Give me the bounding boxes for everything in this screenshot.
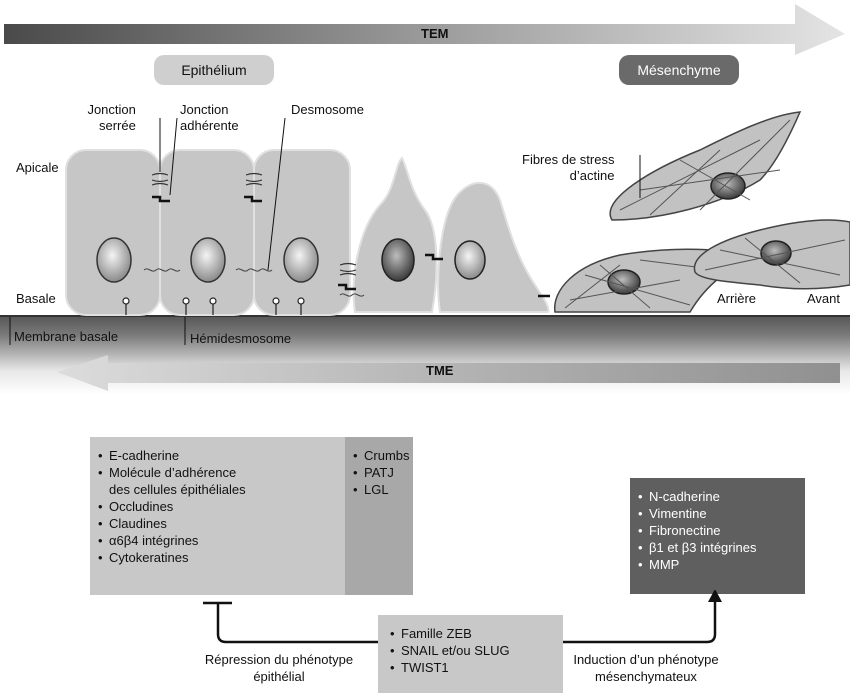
avant-label: Avant	[807, 291, 841, 306]
desmosomes	[143, 268, 365, 297]
nucleus	[381, 238, 415, 282]
induction-caption: Induction d’un phénotype mésenchymateux	[573, 652, 719, 684]
nucleus	[710, 172, 746, 200]
repression-caption: Répression du phénotype épithélial	[204, 652, 354, 684]
hemidesmosomes	[122, 297, 305, 315]
marker-item: des cellules épithéliales	[109, 482, 246, 497]
epithelial-cell	[253, 149, 351, 316]
jonction-adherente-label: Jonction adhérente	[180, 102, 239, 133]
fibres-label: Fibres de stress d’actine	[522, 152, 615, 183]
marker-item: •Occludines	[98, 499, 174, 514]
adherens-junctions	[152, 195, 550, 298]
nucleus	[283, 237, 319, 283]
mesenchymal-cell	[609, 111, 802, 221]
apicale-label: Apicale	[16, 160, 59, 175]
marker-item: •MMP	[638, 557, 680, 572]
polarity-markers-box: •Crumbs •PATJ •LGL	[345, 437, 413, 595]
marker-item: •Cytokeratines	[98, 550, 189, 565]
transcription-factors-box: •Famille ZEB •SNAIL et/ou SLUG •TWIST1	[378, 615, 563, 693]
mesenchyme-pill: Mésenchyme	[619, 55, 739, 85]
desmosome-label: Desmosome	[291, 102, 364, 117]
hemidesmosome-label: Hémidesmosome	[190, 331, 292, 346]
tight-junctions	[151, 172, 357, 276]
marker-item: •E-cadherine	[98, 448, 180, 463]
tme-label: TME	[426, 363, 454, 378]
marker-item: •Vimentine	[638, 506, 707, 521]
factor-item: •TWIST1	[390, 660, 449, 675]
arriere-label: Arrière	[717, 291, 757, 306]
regulation-connectors	[203, 590, 722, 644]
tme-arrow	[57, 355, 840, 391]
epithelium-pill: Epithélium	[154, 55, 274, 85]
marker-item: •Molécule d’adhérence	[98, 465, 237, 480]
marker-item: •β1 et β3 intégrines	[638, 540, 757, 555]
basale-label: Basale	[16, 291, 56, 306]
marker-item: •Claudines	[98, 516, 167, 531]
nucleus	[454, 240, 486, 280]
marker-item: •Fibronectine	[638, 523, 721, 538]
epithelial-cell	[65, 149, 161, 316]
factor-item: •SNAIL et/ou SLUG	[390, 643, 510, 658]
epithelial-markers-box: •E-cadherine •Molécule d’adhérence des c…	[90, 437, 345, 595]
membrane-label: Membrane basale	[14, 329, 119, 344]
nucleus	[760, 240, 792, 266]
transitional-cell	[352, 156, 438, 313]
tem-label: TEM	[421, 26, 449, 41]
marker-item: •LGL	[353, 482, 389, 497]
marker-item: •α6β4 intégrines	[98, 533, 199, 548]
marker-item: •PATJ	[353, 465, 394, 480]
transitional-cell	[437, 181, 550, 313]
nucleus	[190, 237, 226, 283]
tem-arrow	[4, 4, 845, 55]
epithelial-cell	[159, 149, 255, 316]
mesenchymal-markers-box: •N-cadherine •Vimentine •Fibronectine •β…	[630, 478, 805, 594]
nucleus	[96, 237, 132, 283]
marker-item: •Crumbs	[353, 448, 410, 463]
factor-item: •Famille ZEB	[390, 626, 472, 641]
jonction-serree-label: Jonction serrée	[87, 102, 136, 133]
marker-item: •N-cadherine	[638, 489, 720, 504]
